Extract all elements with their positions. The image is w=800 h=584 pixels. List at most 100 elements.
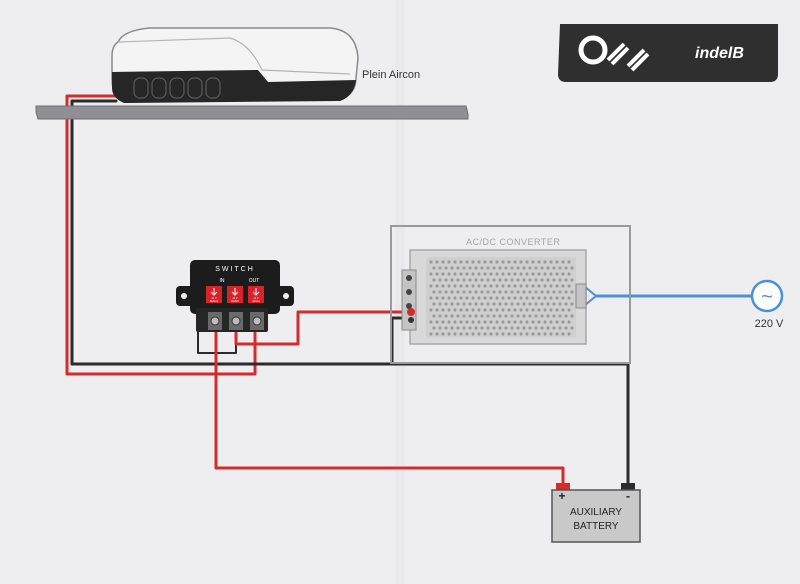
vent-hole xyxy=(531,260,535,264)
vent-hole xyxy=(555,296,559,300)
vent-hole xyxy=(471,272,475,276)
logo-off-mark-f2 xyxy=(626,48,650,72)
vent-hole xyxy=(438,290,442,294)
battery-plus-sign: + xyxy=(558,489,565,503)
vent-hole xyxy=(495,320,499,324)
vent-hole xyxy=(447,272,451,276)
aircon-unit xyxy=(111,27,359,103)
vent-hole xyxy=(549,320,553,324)
switch-terminal-screw-acdc xyxy=(231,316,241,326)
vent-hole xyxy=(564,326,568,330)
vent-hole xyxy=(432,302,436,306)
vent-hole xyxy=(447,296,451,300)
vent-hole xyxy=(459,308,463,312)
vent-hole xyxy=(507,296,511,300)
vent-hole xyxy=(546,326,550,330)
vent-hole xyxy=(441,284,445,288)
vent-hole xyxy=(567,320,571,324)
vent-hole xyxy=(525,320,529,324)
vent-hole xyxy=(555,260,559,264)
converter-label: AC/DC CONVERTER xyxy=(466,237,560,247)
vent-hole xyxy=(501,332,505,336)
vent-hole xyxy=(546,278,550,282)
vent-hole xyxy=(441,332,445,336)
vent-hole xyxy=(543,320,547,324)
logo-brand-text: indelB xyxy=(695,45,744,62)
vent-hole xyxy=(465,296,469,300)
battery-negative-post xyxy=(621,483,635,491)
vent-hole xyxy=(471,296,475,300)
vent-hole xyxy=(450,314,454,318)
vent-hole xyxy=(570,266,574,270)
vent-hole xyxy=(516,326,520,330)
vent-hole xyxy=(549,260,553,264)
vent-hole xyxy=(525,308,529,312)
vent-hole xyxy=(510,278,514,282)
vent-hole xyxy=(543,284,547,288)
fuse-battery-top-label: 12 V xyxy=(211,296,217,300)
converter-dc-terminal-1 xyxy=(406,275,412,281)
vent-hole xyxy=(447,308,451,312)
vent-hole xyxy=(528,278,532,282)
vent-hole xyxy=(441,296,445,300)
vent-hole xyxy=(549,272,553,276)
vent-hole xyxy=(468,314,472,318)
converter-frame xyxy=(390,225,631,364)
vent-hole xyxy=(519,260,523,264)
vent-hole xyxy=(534,278,538,282)
vent-hole xyxy=(531,308,535,312)
vent-hole xyxy=(495,260,499,264)
vent-hole xyxy=(564,266,568,270)
vent-hole xyxy=(540,290,544,294)
vent-hole xyxy=(492,326,496,330)
vent-hole xyxy=(450,302,454,306)
vent-hole xyxy=(429,320,433,324)
vent-hole xyxy=(501,320,505,324)
vent-hole xyxy=(480,326,484,330)
vent-hole xyxy=(555,308,559,312)
vent-hole xyxy=(516,290,520,294)
vent-hole xyxy=(537,272,541,276)
vent-hole xyxy=(504,290,508,294)
vent-hole xyxy=(435,320,439,324)
vent-hole xyxy=(453,308,457,312)
vent-hole xyxy=(519,332,523,336)
vent-hole xyxy=(489,332,493,336)
vent-hole xyxy=(504,326,508,330)
vent-hole xyxy=(534,266,538,270)
vent-hole xyxy=(471,320,475,324)
vent-hole xyxy=(495,272,499,276)
vent-hole xyxy=(495,284,499,288)
vent-hole xyxy=(471,260,475,264)
vent-hole xyxy=(498,266,502,270)
vent-hole xyxy=(441,272,445,276)
switch-terminal-screw-aircon xyxy=(252,316,262,326)
vent-hole xyxy=(543,332,547,336)
vent-hole xyxy=(444,278,448,282)
vent-hole xyxy=(549,332,553,336)
vent-hole xyxy=(504,278,508,282)
vent-hole xyxy=(519,272,523,276)
vent-hole xyxy=(429,308,433,312)
vent-hole xyxy=(453,284,457,288)
vent-hole xyxy=(432,266,436,270)
vent-hole xyxy=(549,284,553,288)
vent-hole xyxy=(543,308,547,312)
vent-hole xyxy=(501,296,505,300)
vent-hole xyxy=(504,266,508,270)
vent-hole xyxy=(558,314,562,318)
vent-hole xyxy=(453,272,457,276)
vent-hole xyxy=(483,260,487,264)
vent-hole xyxy=(501,260,505,264)
vent-hole xyxy=(474,278,478,282)
vent-hole xyxy=(558,302,562,306)
vent-hole xyxy=(507,332,511,336)
vent-hole xyxy=(528,266,532,270)
vent-hole xyxy=(444,266,448,270)
vent-hole xyxy=(441,308,445,312)
vent-hole xyxy=(537,296,541,300)
vent-hole xyxy=(477,296,481,300)
vent-hole xyxy=(477,260,481,264)
vent-hole xyxy=(474,314,478,318)
